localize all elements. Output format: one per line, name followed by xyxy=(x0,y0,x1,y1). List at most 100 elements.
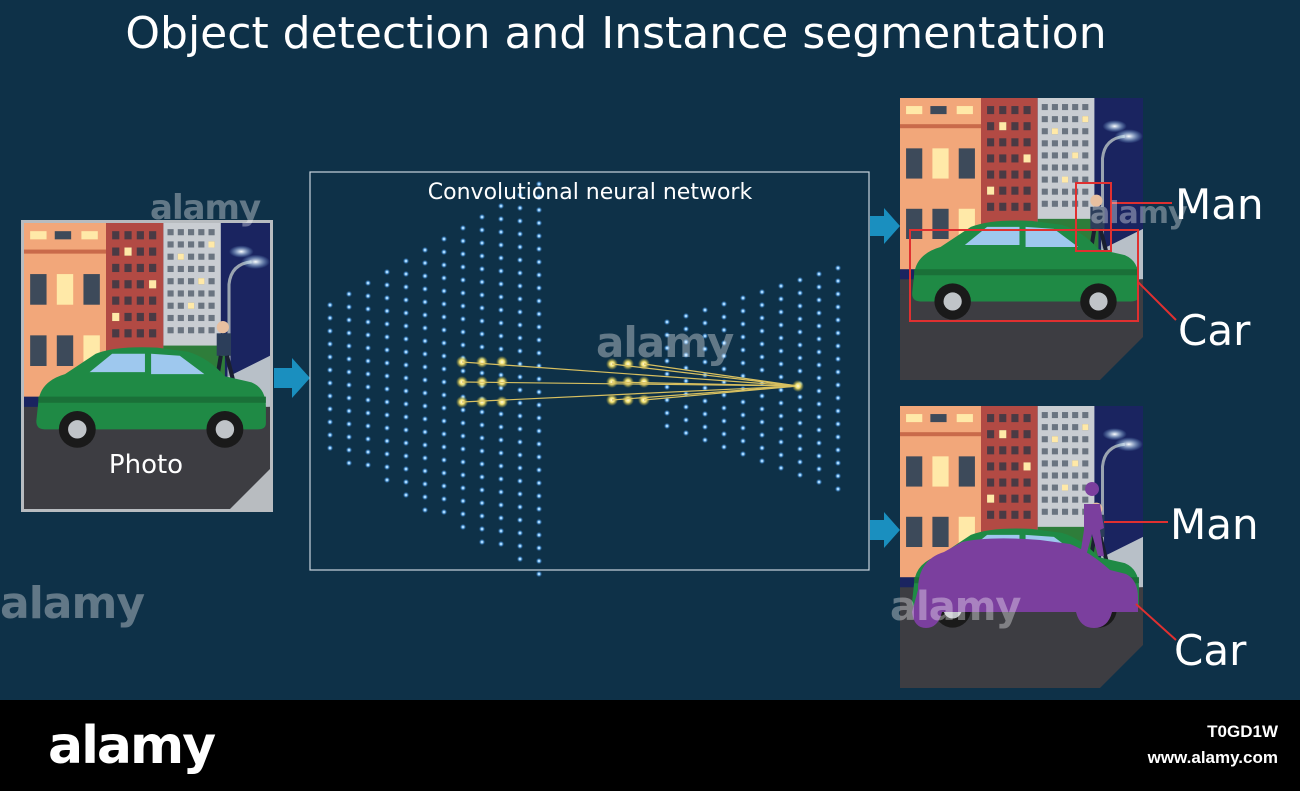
neuron xyxy=(497,540,505,548)
neuron xyxy=(516,399,524,407)
neuron xyxy=(516,503,524,511)
neuron xyxy=(364,409,372,417)
neuron xyxy=(383,476,391,484)
neuron xyxy=(421,337,429,345)
neuron xyxy=(796,393,804,401)
neuron xyxy=(701,306,709,314)
input-photo xyxy=(21,220,273,512)
neuron xyxy=(682,312,690,320)
neuron xyxy=(535,544,543,552)
neuron xyxy=(459,419,467,427)
neuron xyxy=(345,433,353,441)
neuron xyxy=(364,396,372,404)
neuron xyxy=(663,422,671,430)
neuron xyxy=(739,294,747,302)
neuron xyxy=(364,448,372,456)
neuron xyxy=(478,239,486,247)
neuron xyxy=(720,300,728,308)
neuron xyxy=(516,529,524,537)
neuron-connection xyxy=(643,363,799,387)
neuron xyxy=(777,464,785,472)
neuron xyxy=(777,373,785,381)
neuron xyxy=(663,383,671,391)
neuron xyxy=(535,427,543,435)
neuron xyxy=(383,346,391,354)
neuron xyxy=(516,217,524,225)
neuron xyxy=(440,326,448,334)
neuron xyxy=(834,485,842,493)
neuron xyxy=(535,557,543,565)
neuron xyxy=(459,276,467,284)
segmentation-car-label: Car xyxy=(1174,626,1247,675)
site-url[interactable]: www.alamy.com xyxy=(1147,748,1278,767)
neuron xyxy=(720,339,728,347)
neuron xyxy=(834,355,842,363)
photo-label: Photo xyxy=(108,450,184,480)
neuron xyxy=(796,341,804,349)
flow-arrows xyxy=(274,208,900,548)
neuron xyxy=(815,296,823,304)
neuron xyxy=(497,436,505,444)
neuron xyxy=(476,396,488,408)
neuron xyxy=(758,327,766,335)
watermark: alamy xyxy=(596,318,734,367)
neuron xyxy=(383,333,391,341)
neuron xyxy=(834,316,842,324)
neuron xyxy=(815,413,823,421)
neuron xyxy=(383,307,391,315)
neuron xyxy=(535,492,543,500)
neuron xyxy=(535,518,543,526)
neuron xyxy=(326,314,334,322)
neuron xyxy=(496,356,508,368)
neuron xyxy=(440,469,448,477)
neuron xyxy=(345,394,353,402)
neuron xyxy=(663,318,671,326)
neuron xyxy=(535,232,543,240)
neuron xyxy=(535,453,543,461)
segmentation-man-label: Man xyxy=(1170,500,1259,549)
neuron xyxy=(796,432,804,440)
neuron xyxy=(326,327,334,335)
neuron xyxy=(402,478,410,486)
neuron xyxy=(421,402,429,410)
neuron xyxy=(440,339,448,347)
neuron xyxy=(383,320,391,328)
neuron xyxy=(815,283,823,291)
car-label-leader xyxy=(1137,281,1177,321)
neuron xyxy=(478,291,486,299)
neuron xyxy=(364,318,372,326)
neuron xyxy=(815,426,823,434)
neuron xyxy=(402,439,410,447)
neuron xyxy=(535,323,543,331)
neuron xyxy=(440,261,448,269)
neuron xyxy=(497,423,505,431)
neuron xyxy=(701,332,709,340)
neuron xyxy=(402,426,410,434)
neuron xyxy=(459,523,467,531)
neuron xyxy=(478,408,486,416)
neuron xyxy=(402,322,410,330)
neuron xyxy=(478,278,486,286)
neuron xyxy=(421,389,429,397)
neuron xyxy=(459,432,467,440)
neuron xyxy=(383,359,391,367)
neuron xyxy=(834,329,842,337)
neuron xyxy=(516,477,524,485)
neuron xyxy=(402,348,410,356)
neuron xyxy=(815,400,823,408)
neuron xyxy=(663,370,671,378)
neuron xyxy=(364,383,372,391)
neuron xyxy=(796,315,804,323)
neuron xyxy=(421,454,429,462)
neuron xyxy=(535,206,543,214)
watermark: alamy xyxy=(0,578,145,629)
neuron xyxy=(383,437,391,445)
neuron xyxy=(440,456,448,464)
neuron xyxy=(440,300,448,308)
neuron xyxy=(383,372,391,380)
neuron xyxy=(663,344,671,352)
neuron xyxy=(459,315,467,323)
neuron xyxy=(815,270,823,278)
watermark: alamy xyxy=(1090,196,1188,231)
